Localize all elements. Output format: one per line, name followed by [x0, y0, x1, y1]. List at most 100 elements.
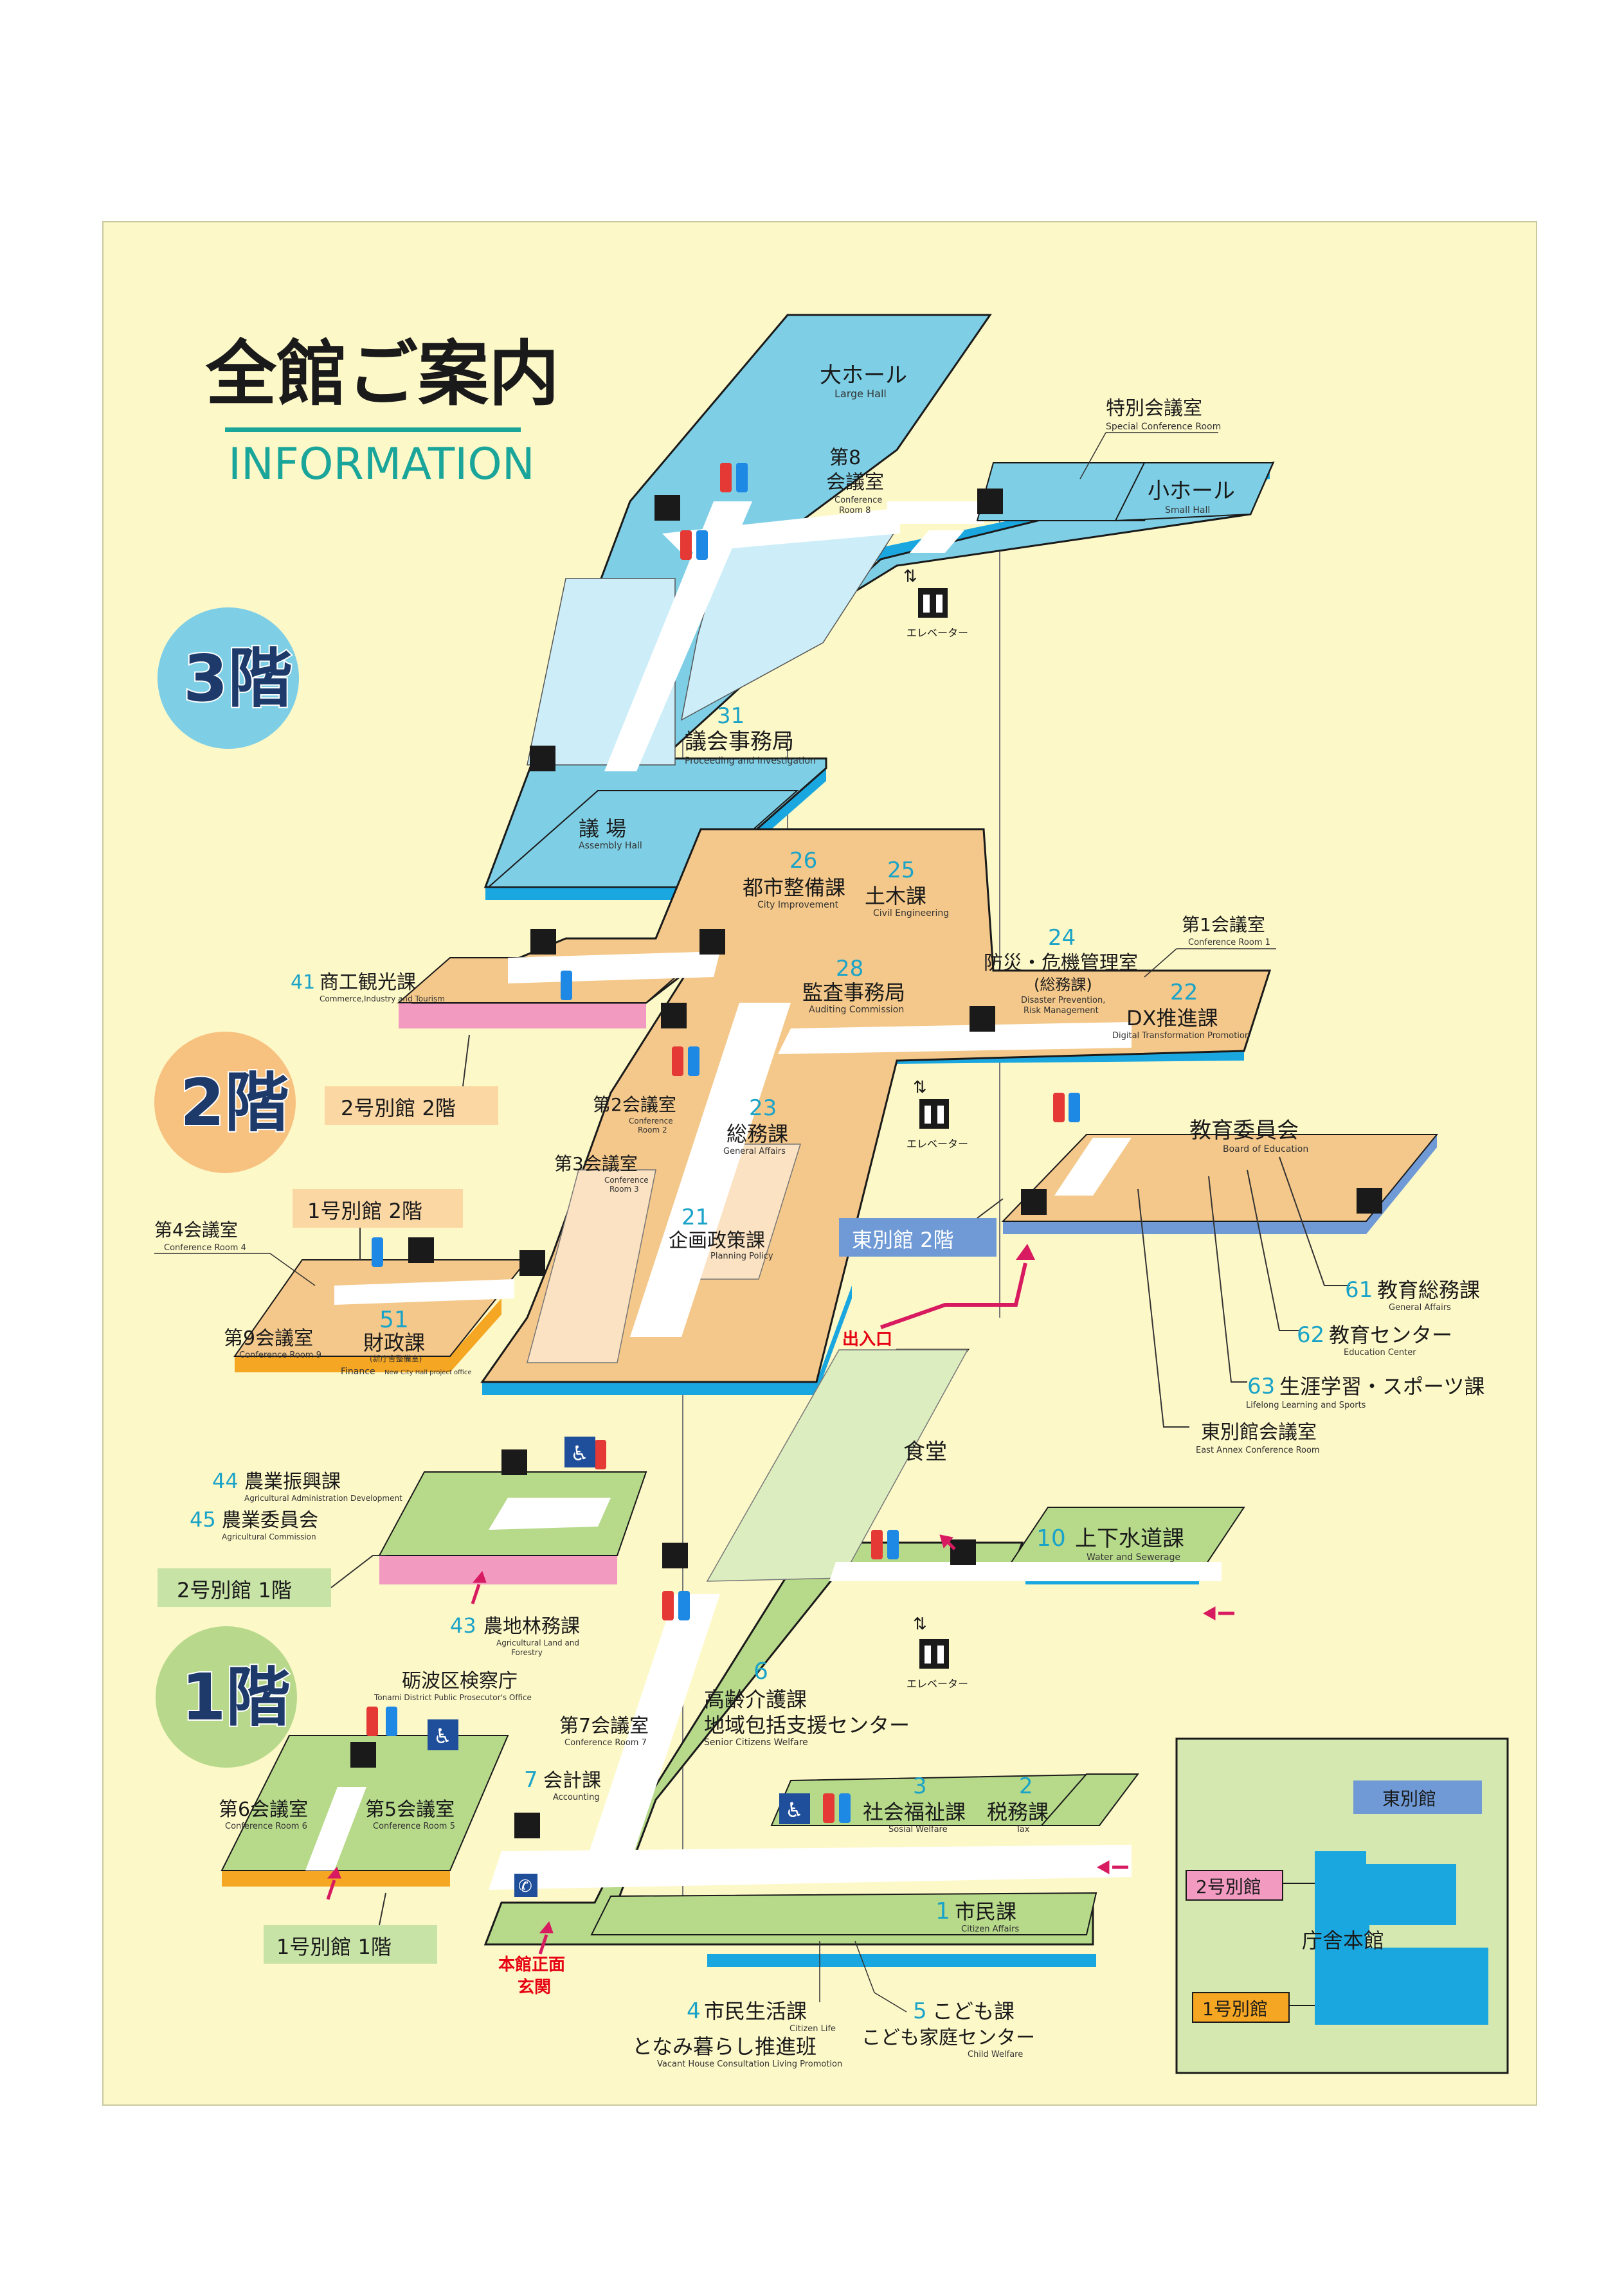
room-41-number: 41 — [291, 971, 315, 994]
conf8-label-2: 会議室 — [826, 471, 884, 494]
room-4-en-2: Vacant House Consultation Living Promoti… — [657, 2059, 842, 2069]
conf3-label: 第3会議室 — [554, 1153, 638, 1174]
room-21-label: 企画政策課 — [669, 1230, 765, 1252]
stairs-icon — [350, 1449, 976, 1838]
annex2-2f-tag: 2号別館 2階 — [325, 1086, 498, 1125]
room-43-en-2: Forestry — [511, 1648, 543, 1657]
room-62-en: Education Center — [1344, 1348, 1416, 1358]
room-23-number: 23 — [749, 1095, 777, 1121]
entrance-arrow — [880, 1244, 1035, 1329]
elevator-1f-label: エレベーター — [907, 1678, 968, 1690]
room-10-number: 10 — [1036, 1525, 1066, 1552]
conf8-en-2: Room 8 — [839, 506, 871, 516]
svg-text:♿: ♿ — [570, 1441, 589, 1466]
prosecutor-label: 砺波区検察庁 — [402, 1670, 518, 1692]
assembly-hall-en: Assembly Hall — [579, 841, 642, 851]
floor-2-label: 2階 — [180, 1065, 289, 1140]
room-28-en: Auditing Commission — [809, 1005, 904, 1015]
room-62-number: 62 — [1297, 1322, 1324, 1348]
annex1-2f-label: 1号別館 2階 — [307, 1199, 422, 1223]
room-2-en: Tax — [1015, 1825, 1030, 1834]
special-conf-label: 特別会議室 — [1106, 397, 1202, 420]
stairs-icon — [408, 929, 1382, 1276]
room-4-number: 4 — [687, 1998, 701, 2024]
leader-lines — [1137, 1156, 1350, 1428]
east-2f-label: 東別館 2階 — [852, 1228, 954, 1252]
main-entrance-label-2: 玄関 — [518, 1977, 551, 1997]
stairs-icon — [530, 489, 1003, 771]
room-23-en: General Affairs — [723, 1147, 786, 1156]
conf4-en: Conference Room 4 — [164, 1243, 246, 1253]
conf2-en-2: Room 2 — [638, 1126, 667, 1135]
room-61-number: 61 — [1345, 1277, 1373, 1303]
room-7-number: 7 — [524, 1767, 538, 1793]
elevator-3f-label: エレベーター — [907, 627, 968, 639]
cafeteria-label: 食堂 — [903, 1439, 947, 1465]
legend-east-label: 東別館 — [1382, 1788, 1436, 1809]
room-44-en: Agricultural Administration Development — [244, 1494, 402, 1503]
room-43-label: 農地林務課 — [483, 1615, 580, 1638]
room-26-label: 都市整備課 — [743, 875, 845, 900]
conf5-en: Conference Room 5 — [373, 1822, 455, 1831]
room-4-label-1: 市民生活課 — [704, 1999, 807, 2023]
wheelchair-icon: ♿ ♿ ♿ — [428, 1437, 810, 1824]
svg-text:⇅: ⇅ — [903, 567, 917, 586]
legend-annex2-label: 2号別館 — [1196, 1876, 1261, 1897]
room-24-en-2: Risk Management — [1024, 1006, 1099, 1016]
east-conf-label: 東別館会議室 — [1201, 1421, 1317, 1444]
room-31-en: Proceeding and Investigation — [685, 756, 816, 766]
room-22-en: Digital Transformation Promotion — [1112, 1031, 1250, 1041]
restroom-icon — [366, 1440, 899, 1823]
room-45-number: 45 — [190, 1507, 216, 1532]
special-conf-en: Special Conference Room — [1106, 422, 1221, 432]
annex2-2f-label: 2号別館 2階 — [341, 1096, 456, 1120]
room-51-sub: (新庁舎整備室) — [370, 1354, 422, 1363]
annex2-1f — [378, 1471, 647, 1584]
room-1-label: 市民課 — [955, 1899, 1016, 1924]
conf6-label: 第6会議室 — [219, 1798, 308, 1821]
room-61-label: 教育総務課 — [1377, 1278, 1480, 1302]
room-24-label: 防災・危機管理室 — [984, 952, 1138, 974]
room-25-number: 25 — [887, 857, 915, 883]
room-41-label: 商工観光課 — [320, 971, 416, 994]
room-22-label: DX推進課 — [1126, 1006, 1218, 1030]
room-51-en-2: New City Hall project office — [384, 1369, 471, 1376]
floor-badge-2: 2階 — [154, 1032, 296, 1173]
annex1-1f-tag: 1号別館 1階 — [264, 1925, 437, 1964]
entrance-label: 出入口 — [842, 1330, 892, 1349]
room-26-number: 26 — [789, 848, 817, 874]
conf1-label: 第1会議室 — [1182, 914, 1265, 935]
board-edu-label: 教育委員会 — [1189, 1118, 1299, 1144]
room-6-label-2: 地域包括支援センター — [704, 1713, 910, 1737]
room-63-en: Lifelong Learning and Sports — [1246, 1401, 1366, 1410]
room-3-label: 社会福祉課 — [863, 1800, 966, 1824]
east-conf-en: East Annex Conference Room — [1196, 1446, 1320, 1455]
conf4-label: 第4会議室 — [154, 1219, 238, 1241]
room-2-number: 2 — [1019, 1773, 1033, 1799]
large-hall-en: Large Hall — [835, 388, 887, 400]
conf5-label: 第5会議室 — [365, 1798, 455, 1821]
conf7-label: 第7会議室 — [559, 1715, 649, 1737]
floor-1-plan — [483, 1349, 1245, 1967]
room-63-number: 63 — [1247, 1374, 1275, 1399]
room-7-en: Accounting — [553, 1793, 600, 1802]
elevator-icon: ⇅ — [903, 567, 948, 618]
floor-badge-3: 3階 — [158, 607, 299, 749]
room-4-en-1: Citizen Life — [789, 2024, 836, 2034]
east-2f-tag: 東別館 2階 — [839, 1218, 997, 1257]
legend-main-label: 庁舎本館 — [1302, 1928, 1384, 1953]
room-6-en: Senior Citizens Welfare — [704, 1737, 808, 1748]
small-hall-label: 小ホール — [1148, 478, 1235, 504]
floor-3-label: 3階 — [183, 641, 293, 716]
room-63-label: 生涯学習・スポーツ課 — [1279, 1374, 1484, 1399]
room-45-en: Agricultural Commission — [222, 1532, 316, 1541]
main-entrance-label-1: 本館正面 — [498, 1955, 565, 1975]
room-5-en: Child Welfare — [968, 2050, 1023, 2059]
room-51-en: Finance — [341, 1367, 375, 1377]
room-31-label: 議会事務局 — [685, 729, 794, 755]
elevator-2f-label: エレベーター — [907, 1138, 968, 1150]
legend-annex1-label: 1号別館 — [1202, 1998, 1268, 2020]
room-62-label: 教育センター — [1329, 1323, 1452, 1347]
restroom-icon — [680, 463, 748, 560]
